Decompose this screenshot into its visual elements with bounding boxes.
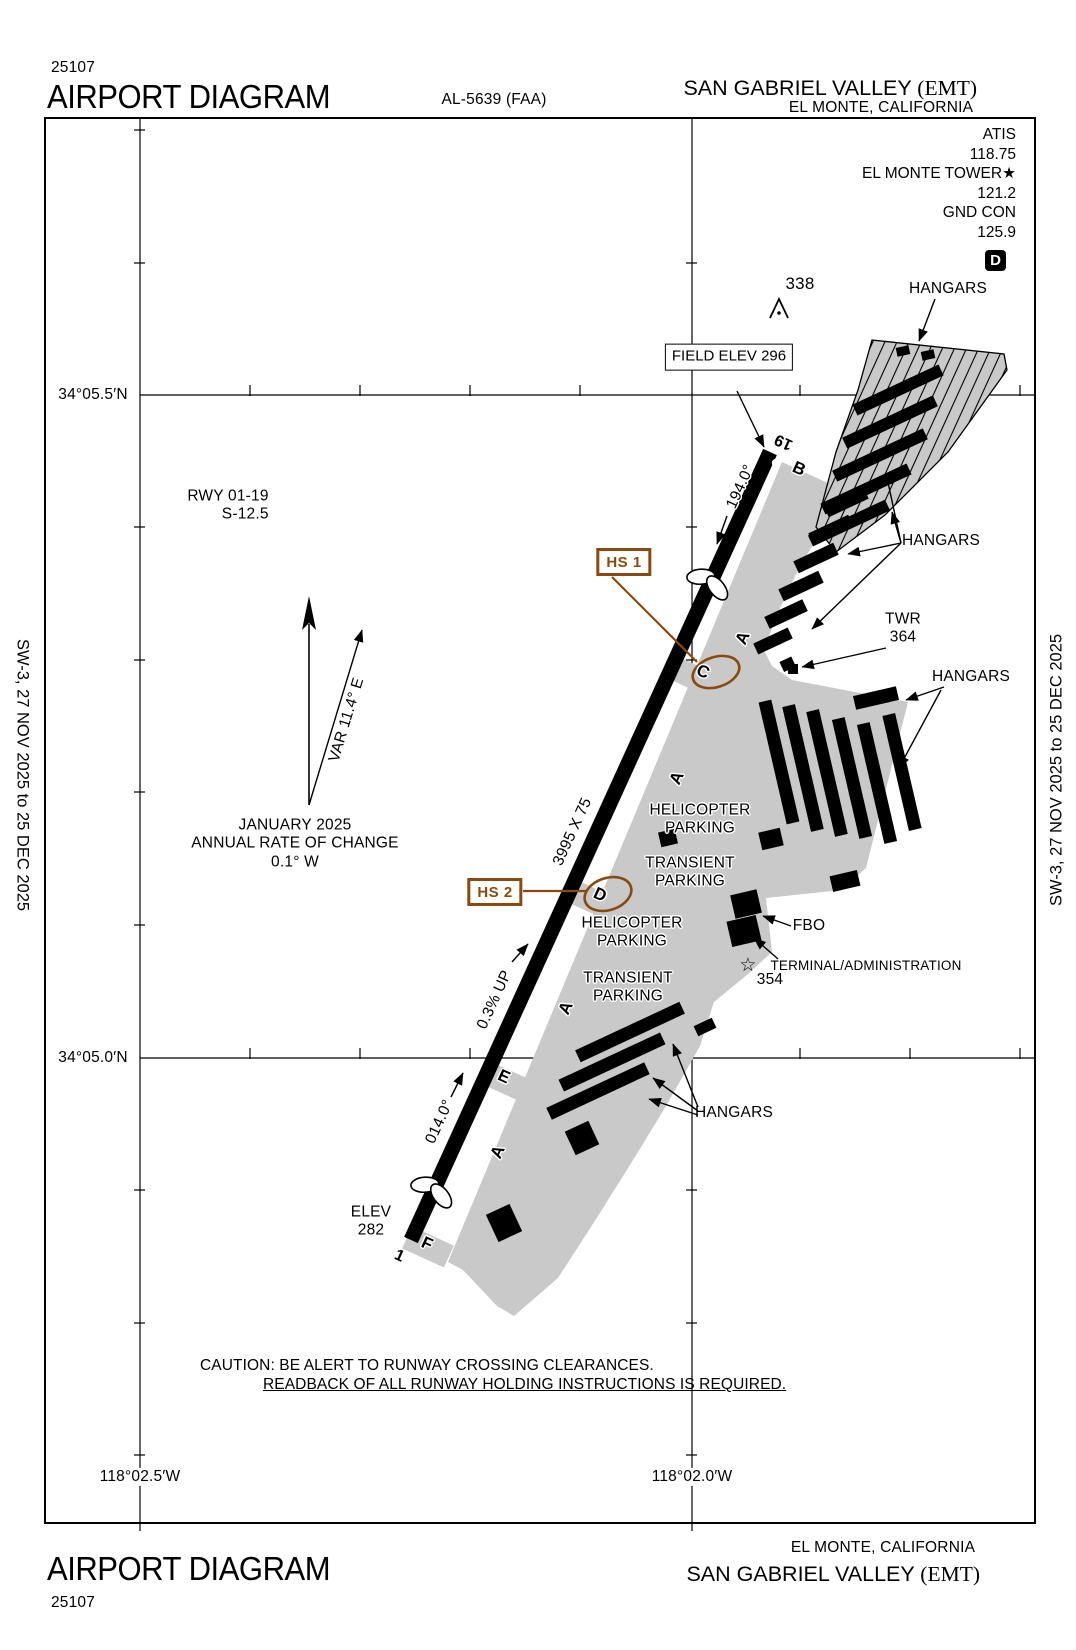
beacon-elevation: 354 xyxy=(756,970,784,988)
tower-frequency: 121.2 xyxy=(977,184,1016,202)
longitude-ticks xyxy=(134,129,697,1456)
fbo-label: FBO xyxy=(792,916,826,934)
transient-parking-upper: TRANSIENT PARKING xyxy=(645,854,735,890)
airport-city-bottom: EL MONTE, CALIFORNIA xyxy=(790,1538,976,1556)
magnetic-variation-arrow xyxy=(308,629,364,806)
page-title-top: AIRPORT DIAGRAM xyxy=(47,78,331,115)
airport-name-bottom: SAN GABRIEL VALLEY (EMT) xyxy=(686,1562,980,1586)
hangars-label-ne: HANGARS xyxy=(908,279,988,297)
hangar-buildings xyxy=(485,345,944,1243)
caution-line-2: READBACK OF ALL RUNWAY HOLDING INSTRUCTI… xyxy=(263,1376,787,1394)
transient-parking-lower: TRANSIENT PARKING xyxy=(583,969,673,1005)
field-elevation-box: FIELD ELEV 296 xyxy=(664,343,794,371)
caution-note: CAUTION: BE ALERT TO RUNWAY CROSSING CLE… xyxy=(200,1356,786,1395)
obstruction-icon xyxy=(769,296,789,319)
tower-elevation-label: TWR 364 xyxy=(885,610,921,646)
tower-label: EL MONTE TOWER★ xyxy=(862,165,1016,182)
runway-loop-symbols xyxy=(410,568,729,1209)
hotspot-2-box: HS 2 xyxy=(467,878,523,906)
annual-rate-of-change: JANUARY 2025 ANNUAL RATE OF CHANGE 0.1° … xyxy=(191,816,399,871)
displaced-threshold-dot xyxy=(771,458,781,468)
hotspot-d-badge: D xyxy=(985,250,1006,271)
hotspot-1-box: HS 1 xyxy=(596,548,652,576)
helicopter-parking-upper: HELICOPTER PARKING xyxy=(649,801,751,837)
left-margin-edition: SW-3, 27 NOV 2025 to 25 DEC 2025 xyxy=(13,638,32,912)
comm-frequencies: ATIS 118.75 EL MONTE TOWER★ 121.2 GND CO… xyxy=(862,125,1016,242)
hangars-label-east: HANGARS xyxy=(901,531,981,549)
control-tower-building xyxy=(788,664,798,674)
true-north-arrow xyxy=(302,596,316,630)
terminal-admin-label: TERMINAL/ADMINISTRATION xyxy=(770,958,962,974)
hangars-label-south: HANGARS xyxy=(694,1103,774,1121)
latitude-label-bottom: 34°05.0′N xyxy=(58,1048,128,1066)
chart-reference: AL-5639 (FAA) xyxy=(441,90,547,108)
hangars-label-ramp: HANGARS xyxy=(931,667,1011,685)
ground-frequency: 125.9 xyxy=(977,223,1016,241)
tower-star-icon: ★ xyxy=(1002,165,1016,182)
north-variation-compass xyxy=(302,596,364,806)
chart-border xyxy=(44,117,1036,1524)
helicopter-parking-lower: HELICOPTER PARKING xyxy=(581,914,683,950)
atis-label: ATIS xyxy=(982,126,1016,143)
ground-label: GND CON xyxy=(942,204,1016,221)
hotspot-leaders xyxy=(523,576,741,913)
runway-data-label: RWY 01-19 S-12.5 xyxy=(187,487,269,523)
longitude-label-left: 118°02.5′W xyxy=(96,1467,184,1487)
atis-frequency: 118.75 xyxy=(969,145,1016,163)
latitude-label-top: 34°05.5′N xyxy=(58,385,128,403)
beacon-icon: ☆ xyxy=(739,954,757,976)
pub-number-top: 25107 xyxy=(50,58,96,76)
right-margin-edition: SW-3, 27 NOV 2025 to 25 DEC 2025 xyxy=(1047,633,1066,907)
page-title-bottom: AIRPORT DIAGRAM xyxy=(47,1550,331,1587)
longitude-label-right: 118°02.0′W xyxy=(648,1467,736,1487)
runway-1-elevation: ELEV 282 xyxy=(350,1203,392,1239)
caution-line-1: CAUTION: BE ALERT TO RUNWAY CROSSING CLE… xyxy=(200,1357,654,1374)
pub-number-bottom: 25107 xyxy=(50,1593,96,1611)
annotation-arrows xyxy=(450,298,945,1116)
obstruction-elevation: 338 xyxy=(785,273,815,293)
airport-city-top: EL MONTE, CALIFORNIA xyxy=(788,98,974,116)
airport-name-top: SAN GABRIEL VALLEY (EMT) xyxy=(683,76,977,100)
